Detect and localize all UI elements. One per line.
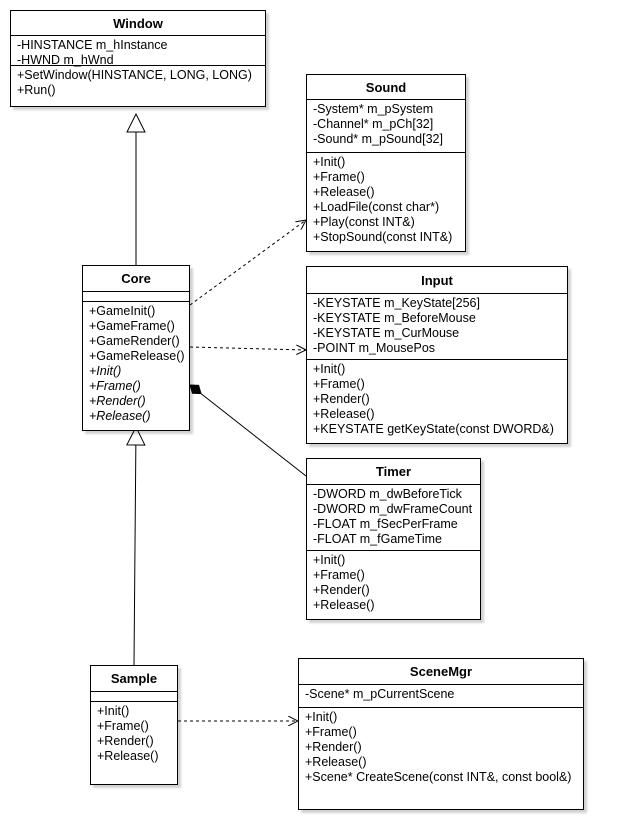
operation: +GameFrame(): [89, 319, 175, 333]
class-core[interactable]: Core +GameInit()+GameFrame()+GameRender()…: [82, 265, 190, 431]
attributes-compartment: -KEYSTATE m_KeyState[256]-KEYSTATE m_Bef…: [307, 294, 567, 360]
operation: +Init(): [305, 710, 338, 724]
operation: +Frame(): [313, 170, 365, 184]
class-input[interactable]: Input-KEYSTATE m_KeyState[256]-KEYSTATE …: [306, 266, 568, 444]
operation: +Release(): [89, 409, 151, 423]
operation: +Render(): [313, 583, 370, 597]
class-name: Sample: [91, 666, 177, 692]
operation: +Init(): [313, 553, 346, 567]
class-name: Core: [83, 266, 189, 292]
operations-compartment: +Init()+Frame()+Render()+Release(): [307, 551, 480, 619]
attribute: -KEYSTATE m_KeyState[256]: [313, 296, 480, 310]
operation: +Frame(): [313, 377, 365, 391]
attribute: -FLOAT m_fGameTime: [313, 532, 442, 546]
operations-compartment: +SetWindow(HINSTANCE, LONG, LONG)+Run(): [11, 66, 265, 106]
class-name: SceneMgr: [299, 659, 583, 685]
operation: +Init(): [313, 155, 346, 169]
operation: +StopSound(const INT&): [313, 230, 453, 244]
operation: +Render(): [313, 392, 370, 406]
inheritance-triangle-arrowhead: [126, 425, 146, 446]
class-window[interactable]: Window-HINSTANCE m_hInstance-HWND m_hWnd…: [10, 10, 266, 107]
operation: +LoadFile(const char*): [313, 200, 440, 214]
class-sound[interactable]: Sound-System* m_pSystem-Channel* m_pCh[3…: [306, 74, 466, 252]
operations-compartment: +Init()+Frame()+Render()+Release()+Scene…: [299, 708, 583, 809]
operation: +Play(const INT&): [313, 215, 415, 229]
operation: +Init(): [89, 364, 122, 378]
inheritance-triangle-arrowhead: [126, 112, 146, 133]
operations-compartment: +GameInit()+GameFrame()+GameRender()+Gam…: [83, 302, 189, 430]
attributes-compartment: -System* m_pSystem-Channel* m_pCh[32]-So…: [307, 100, 465, 153]
class-scenemgr[interactable]: SceneMgr -Scene* m_pCurrentScene +Init()+F…: [298, 658, 584, 810]
class-name: Sound: [307, 75, 465, 100]
attributes-compartment: -DWORD m_dwBeforeTick-DWORD m_dwFrameCou…: [307, 485, 480, 551]
operation: +Release(): [313, 598, 375, 612]
operation: +Init(): [97, 704, 130, 718]
attribute: -HWND m_hWnd: [17, 53, 114, 67]
attribute: -HINSTANCE m_hInstance: [17, 38, 168, 52]
generalization-edge-sample-core: [133, 444, 137, 666]
attribute: -Channel* m_pCh[32]: [313, 117, 434, 131]
operation: +Render(): [305, 740, 362, 754]
operation: +Release(): [305, 755, 367, 769]
attribute: -KEYSTATE m_CurMouse: [313, 326, 460, 340]
operation: +Frame(): [313, 568, 365, 582]
attribute: -FLOAT m_fSecPerFrame: [313, 517, 458, 531]
class-sample[interactable]: Sample +Init()+Frame()+Render()+Release(): [90, 665, 178, 785]
attribute: -Scene* m_pCurrentScene: [305, 687, 455, 701]
operation: +Init(): [313, 362, 346, 376]
operation: +SetWindow(HINSTANCE, LONG, LONG): [17, 68, 252, 82]
operation: +Frame(): [89, 379, 141, 393]
operations-compartment: +Init()+Frame()+Render()+Release(): [91, 702, 177, 784]
operation: +Release(): [97, 749, 159, 763]
operations-compartment: +Init()+Frame()+Render()+Release()+KEYST…: [307, 360, 567, 443]
attribute: -DWORD m_dwFrameCount: [313, 502, 473, 516]
operation: +Render(): [97, 734, 154, 748]
composition-edge-timer-core: [200, 393, 307, 477]
operation: +KEYSTATE getKeyState(const DWORD&): [313, 422, 554, 436]
class-name: Timer: [307, 459, 480, 485]
operation: +Frame(): [97, 719, 149, 733]
operation: +Release(): [313, 185, 375, 199]
operation: +Release(): [313, 407, 375, 421]
class-name: Window: [11, 11, 265, 36]
attribute: -POINT m_MousePos: [313, 341, 436, 355]
attribute: -System* m_pSystem: [313, 102, 434, 116]
operation: +GameInit(): [89, 304, 156, 318]
attribute: -DWORD m_dwBeforeTick: [313, 487, 462, 501]
attributes-compartment: [83, 292, 189, 302]
attributes-compartment: [91, 692, 177, 702]
operation: +Scene* CreateScene(const INT&, const bo…: [305, 770, 572, 784]
dependency-edge-core-sound: [189, 220, 306, 306]
attributes-compartment: -HINSTANCE m_hInstance-HWND m_hWnd: [11, 36, 265, 67]
operation: +Render(): [89, 394, 146, 408]
operation: +GameRelease(): [89, 349, 185, 363]
attribute: -Sound* m_pSound[32]: [313, 132, 443, 146]
class-timer[interactable]: Timer-DWORD m_dwBeforeTick-DWORD m_dwFra…: [306, 458, 481, 620]
operation: +GameRender(): [89, 334, 180, 348]
composition-diamond-icon: [189, 384, 202, 395]
operation: +Run(): [17, 83, 56, 97]
operations-compartment: +Init()+Frame()+Release()+LoadFile(const…: [307, 153, 465, 251]
class-name: Input: [307, 267, 567, 294]
attribute: -KEYSTATE m_BeforeMouse: [313, 311, 476, 325]
operation: +Frame(): [305, 725, 357, 739]
attributes-compartment: -Scene* m_pCurrentScene: [299, 685, 583, 708]
dependency-edge-core-input: [189, 347, 306, 350]
